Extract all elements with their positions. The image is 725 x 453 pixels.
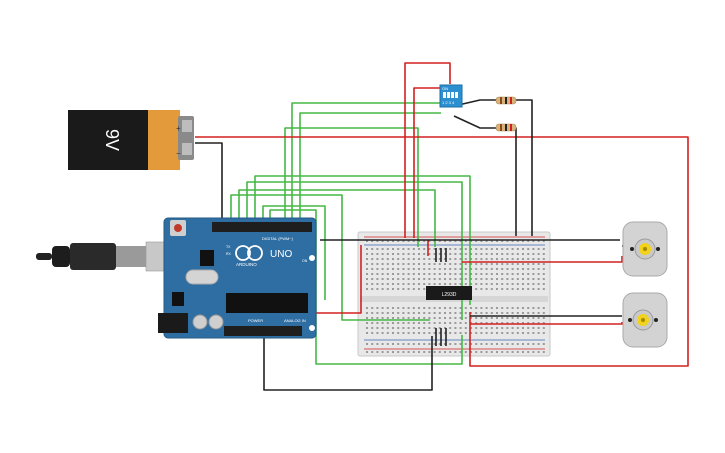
battery-plus-label: + [176,124,181,133]
analog-label: ANALOG IN [284,318,306,323]
rx-label: RX [226,252,232,256]
power-analog-header[interactable] [224,326,302,336]
atmega-chip [226,293,308,313]
board-brand-label: ARDUINO [236,262,257,267]
arduino-uno[interactable]: UNO ARDUINO DIGITAL (PWM~) POWER ANALOG … [158,217,317,339]
dc-motor-bottom[interactable] [622,292,668,348]
battery-voltage-label: 9V [102,129,122,151]
capacitor [208,314,224,330]
resistor-bottom[interactable] [495,123,517,132]
board-model-label: UNO [270,249,292,260]
breadboard-holes [366,240,545,353]
power-jack[interactable] [158,313,188,333]
dc-motor-top[interactable] [622,221,668,277]
dip-switch[interactable]: ON 1 2 3 4 [439,84,463,108]
battery-minus-label: − [176,149,181,158]
power-label: POWER [248,318,263,323]
usb-cable [36,241,167,272]
crystal [185,269,219,285]
digital-label: DIGITAL (PWM~) [262,236,294,241]
tx-label: TX [226,245,231,249]
driver-ic-label: L293D [442,292,457,298]
dip-switch-numbers: 1 2 3 4 [442,100,455,105]
battery-9v[interactable]: + − 9V [68,110,194,170]
digital-header[interactable] [212,222,312,232]
capacitor [192,314,208,330]
arduino-logo [235,245,251,261]
resistor-top[interactable] [495,96,517,105]
motor-driver-ic[interactable]: L293D [426,286,472,300]
on-led-label: ON [302,259,308,263]
dip-on-label: ON [442,86,448,91]
usb-chip [200,250,214,266]
